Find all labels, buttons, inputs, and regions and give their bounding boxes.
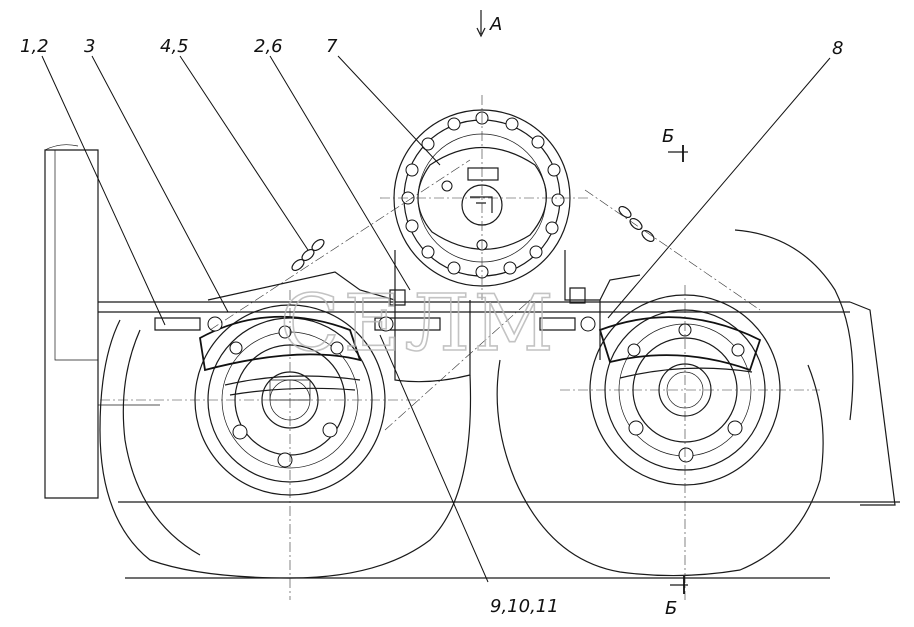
callout-9-10-11: 9,10,11 [490, 596, 559, 617]
left-frame-post [44, 144, 99, 499]
view-a-label: А [489, 14, 502, 35]
callout-4-5: 4,5 [160, 36, 189, 57]
center-lines [100, 95, 820, 600]
callout-2-6: 2,6 [254, 36, 283, 57]
callout-1-2: 1,2 [20, 36, 49, 57]
fittings [154, 271, 641, 332]
callout-3: 3 [84, 36, 95, 57]
chassis-beam [98, 301, 900, 579]
section-marker-bottom [670, 576, 688, 594]
section-b-bottom-label: Б [665, 598, 677, 619]
leader-lines [41, 55, 831, 583]
view-arrow-a [476, 10, 486, 38]
section-marker-top [668, 145, 688, 162]
callout-8: 8 [832, 38, 843, 59]
callout-7: 7 [326, 36, 338, 57]
chain-right [618, 205, 655, 243]
chain-left [291, 238, 325, 272]
watermark: СЕЛМ [280, 279, 558, 369]
section-b-top-label: Б [662, 126, 674, 147]
